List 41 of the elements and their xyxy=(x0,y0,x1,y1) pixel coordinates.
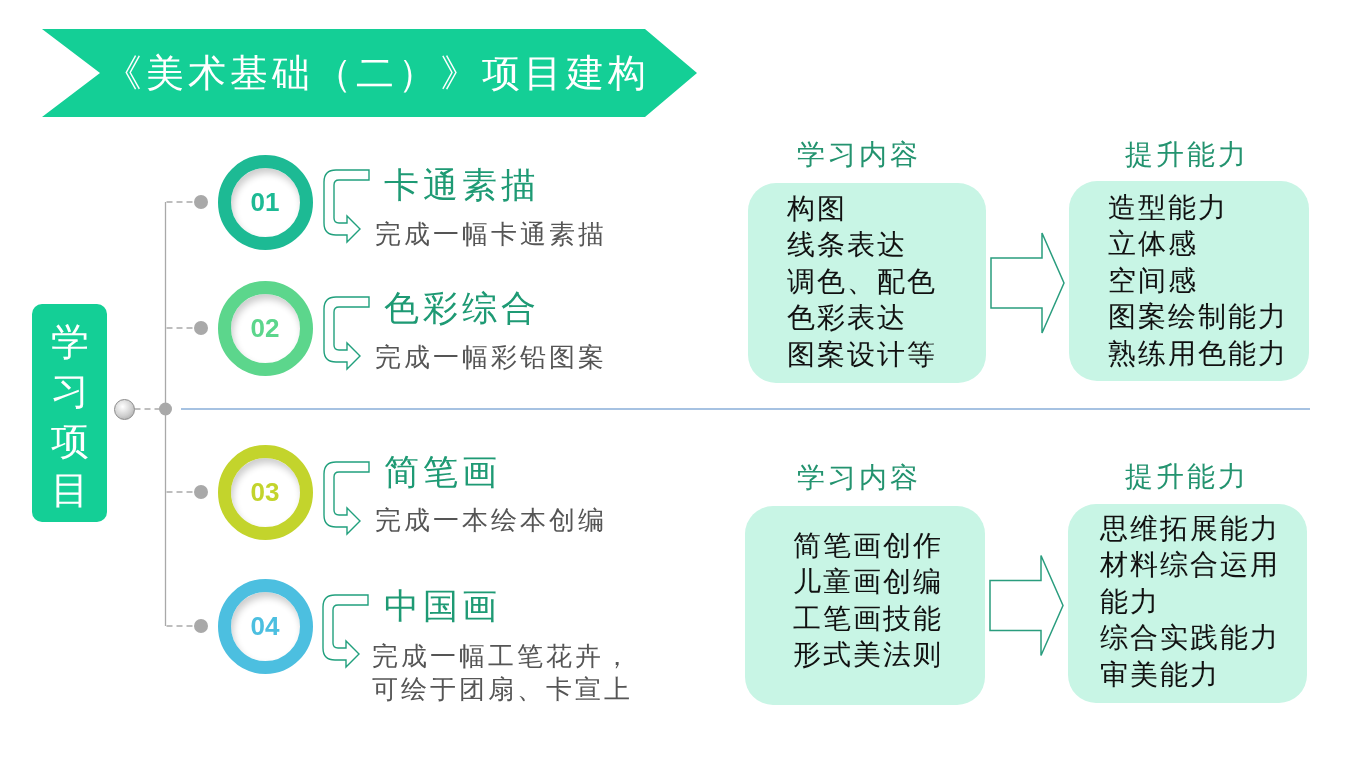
connector-line xyxy=(164,201,167,627)
block-arrow xyxy=(990,232,1065,334)
list-item: 线条表达 xyxy=(787,228,907,263)
list-item: 图案设计等 xyxy=(787,337,937,372)
section-heading: 提升能力 xyxy=(1125,459,1249,495)
section-heading: 提升能力 xyxy=(1125,137,1249,173)
list-item: 立体感 xyxy=(1108,227,1198,262)
list-item: 思维拓展能力 xyxy=(1100,512,1280,546)
list-item: 儿童画创编 xyxy=(793,565,943,600)
item-description: 完成一幅工笔花卉，可绘于团扇、卡宣上 xyxy=(372,640,634,706)
list-item: 简笔画创作 xyxy=(793,529,943,563)
list-item: 综合实践能力 xyxy=(1100,621,1280,656)
list-item: 熟练用色能力 xyxy=(1108,336,1288,371)
item-title: 卡通素描 xyxy=(384,164,540,206)
list-item: 形式美法则 xyxy=(793,638,943,673)
section-heading: 学习内容 xyxy=(797,460,921,496)
item-title: 简笔画 xyxy=(384,451,501,493)
list-item: 材料综合运用能力 xyxy=(1100,548,1281,619)
list-item: 空间感 xyxy=(1108,263,1198,298)
number-ring: 04 xyxy=(217,578,313,674)
number-ring: 03 xyxy=(217,444,313,540)
list-item: 工笔画技能 xyxy=(793,601,943,636)
section-heading: 学习内容 xyxy=(797,137,921,173)
project-label: 学习项目 xyxy=(32,304,107,522)
connector-line xyxy=(133,402,172,416)
item-description: 完成一幅彩铅图案 xyxy=(375,341,607,374)
list-item: 色彩表达 xyxy=(787,301,907,336)
item-description: 完成一幅卡通素描 xyxy=(375,218,607,251)
list-item: 调色、配色 xyxy=(787,264,937,299)
list-item: 造型能力 xyxy=(1108,191,1228,225)
list-item: 审美能力 xyxy=(1100,657,1220,692)
item-description: 完成一本绘本创编 xyxy=(375,504,607,537)
block-arrow xyxy=(989,554,1064,657)
item-title: 色彩综合 xyxy=(384,287,540,329)
number-ring: 02 xyxy=(217,280,313,376)
title-banner: 《美术基础（二）》项目建构 xyxy=(42,29,697,117)
hub-circle xyxy=(113,398,135,420)
item-title: 中国画 xyxy=(384,585,501,627)
list-item: 图案绘制能力 xyxy=(1108,300,1288,335)
number-ring: 01 xyxy=(217,154,313,250)
list-item: 构图 xyxy=(787,192,847,226)
